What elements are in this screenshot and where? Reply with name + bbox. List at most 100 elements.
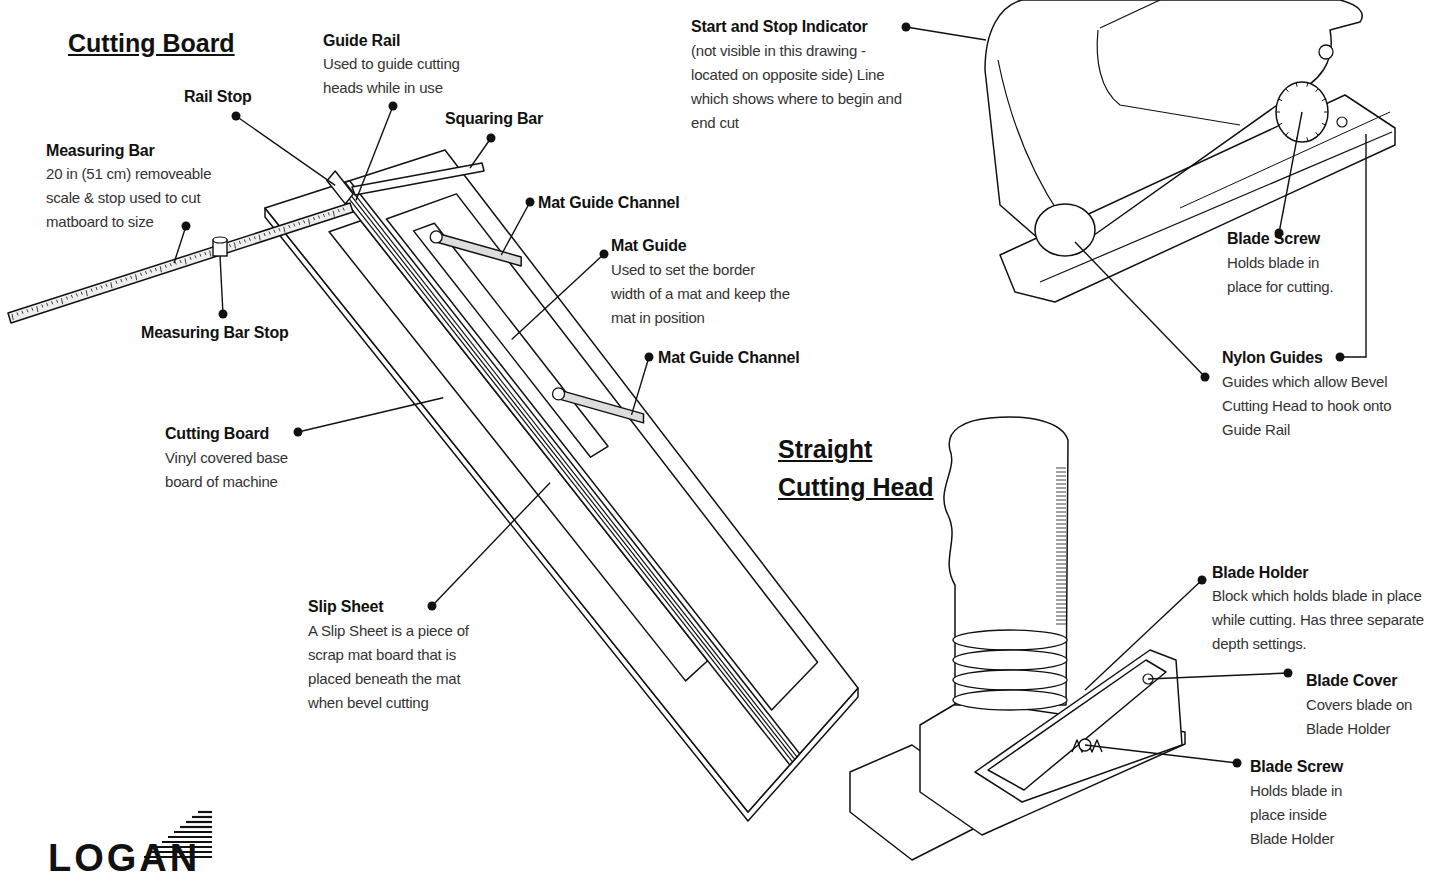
leader-line — [220, 256, 223, 314]
knob-ridge — [1324, 112, 1328, 113]
handle-tick — [1056, 580, 1066, 581]
handle-tick — [1056, 540, 1066, 541]
leader-line — [512, 254, 604, 339]
knob-ridge — [1286, 89, 1288, 92]
leader-line — [298, 398, 443, 432]
scale-tick — [145, 271, 146, 274]
leader-line — [236, 116, 335, 185]
scale-tick — [106, 284, 107, 287]
scale-tick — [264, 233, 265, 236]
scale-tick — [205, 252, 206, 255]
knob-ridge — [1279, 123, 1283, 125]
part-name: Slip Sheet — [308, 595, 383, 619]
scale-tick — [200, 254, 201, 257]
leader-dot — [389, 102, 398, 111]
handle-tick — [1056, 596, 1066, 597]
channel-knob — [430, 231, 442, 243]
screw-hole — [1337, 117, 1347, 127]
handle — [944, 417, 1068, 705]
scale-tick — [140, 273, 141, 276]
handle-tick — [1056, 592, 1066, 593]
knob-ridge — [1279, 99, 1283, 101]
handle-tick — [1056, 548, 1066, 549]
leader-line — [1340, 134, 1366, 357]
handle-tick — [1056, 512, 1066, 513]
part-description: Vinyl covered base board of machine — [165, 446, 305, 494]
leader-line — [906, 27, 986, 40]
scale-tick — [126, 277, 127, 280]
scale-tick — [17, 312, 18, 315]
mat-guide — [414, 223, 608, 457]
knob-ridge — [1306, 83, 1308, 87]
handle-tick — [1056, 532, 1066, 533]
knob-ridge — [1316, 132, 1318, 135]
logo-stripe — [192, 816, 212, 818]
leader-dot — [487, 134, 496, 143]
scale-tick — [299, 222, 300, 225]
scale-tick — [131, 276, 132, 279]
leader-dot — [526, 198, 535, 207]
scale-tick — [136, 274, 137, 280]
scale-tick — [56, 300, 57, 303]
handle-tick — [1056, 488, 1066, 489]
scale-tick — [289, 225, 290, 228]
handle-tick — [1056, 524, 1066, 525]
scale-tick — [343, 208, 344, 211]
handle-tick — [1056, 588, 1066, 589]
scale-tick — [37, 306, 38, 312]
leader-line — [632, 357, 649, 415]
handle-tick — [1056, 472, 1066, 473]
mat-guide-channel — [559, 390, 644, 423]
scale-tick — [210, 250, 211, 256]
housing-line — [1097, 30, 1240, 125]
scale-tick — [160, 266, 161, 272]
part-description: Used to set the border width of a mat an… — [611, 258, 791, 330]
scale-tick — [338, 209, 339, 212]
scale-tick — [195, 255, 196, 258]
scale-tick — [249, 238, 250, 241]
bevel-base — [1000, 95, 1395, 302]
handle-tick — [1056, 604, 1066, 605]
scale-tick — [190, 257, 191, 260]
scale-tick — [279, 228, 280, 231]
scale-tick — [91, 289, 92, 292]
leader-line — [356, 106, 393, 200]
scale-tick — [52, 301, 53, 304]
scale-tick — [239, 241, 240, 244]
handle-tick — [1056, 520, 1066, 521]
handle-tick — [1056, 576, 1066, 577]
scale-tick — [328, 212, 329, 215]
leader-dot — [1284, 669, 1293, 678]
handle-tick — [1056, 500, 1066, 501]
scale-tick — [42, 304, 43, 307]
handle-tick — [1056, 468, 1066, 469]
handle-tick — [1056, 564, 1066, 565]
handle-tick — [1056, 484, 1066, 485]
brand-logo: LOGAN — [48, 838, 200, 878]
handle-ring — [953, 670, 1067, 690]
scale-tick — [76, 293, 77, 296]
logo-stripe — [174, 831, 212, 833]
part-name: Rail Stop — [184, 85, 252, 109]
scale-tick — [185, 258, 186, 264]
handle-tick — [1056, 552, 1066, 553]
scale-tick — [180, 260, 181, 263]
leader-dot — [1201, 373, 1210, 382]
scale-tick — [101, 285, 102, 288]
knob-ridge — [1322, 99, 1326, 101]
leader-line — [1075, 242, 1205, 377]
scale-tick — [308, 219, 309, 225]
knob-ridge — [1322, 123, 1326, 125]
handle-tick — [1056, 600, 1066, 601]
scale-tick — [165, 265, 166, 268]
housing-line — [1100, 0, 1160, 28]
handle-ring — [953, 630, 1067, 650]
knob-ridge — [1306, 137, 1308, 141]
scale-tick — [244, 239, 245, 242]
handle-tick — [1056, 476, 1066, 477]
part-name: Cutting Board — [165, 422, 269, 446]
handle-tick — [1056, 516, 1066, 517]
leader-line — [432, 483, 550, 606]
leader-line — [470, 138, 491, 168]
